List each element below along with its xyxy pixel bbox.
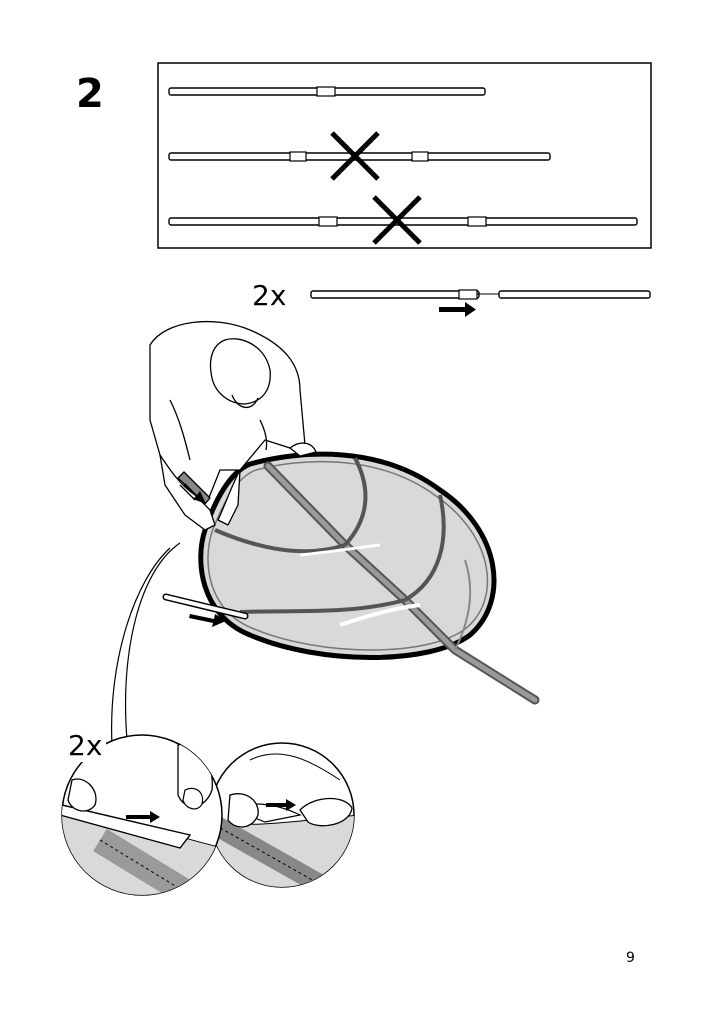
page-number: 9 [626,950,635,966]
pole-wrong-cross [372,195,422,245]
pole-connection-detail [310,289,651,317]
pole-comparison-box [157,62,652,249]
pole-correct [168,86,486,97]
pole-wrong-cross [330,131,380,181]
pole-wrong-1 [168,131,551,181]
arrow-right [184,483,206,504]
quantity-label: 2x [64,730,107,762]
detail-callout-lines [111,542,181,746]
arrow-right [189,614,226,627]
arrow-right [439,302,476,317]
leaf-canopy [162,451,540,705]
step-number: 2 [76,71,104,117]
quantity-label: 2x [252,279,287,312]
pole-wrong-2 [168,195,638,245]
person-illustration [149,320,317,531]
